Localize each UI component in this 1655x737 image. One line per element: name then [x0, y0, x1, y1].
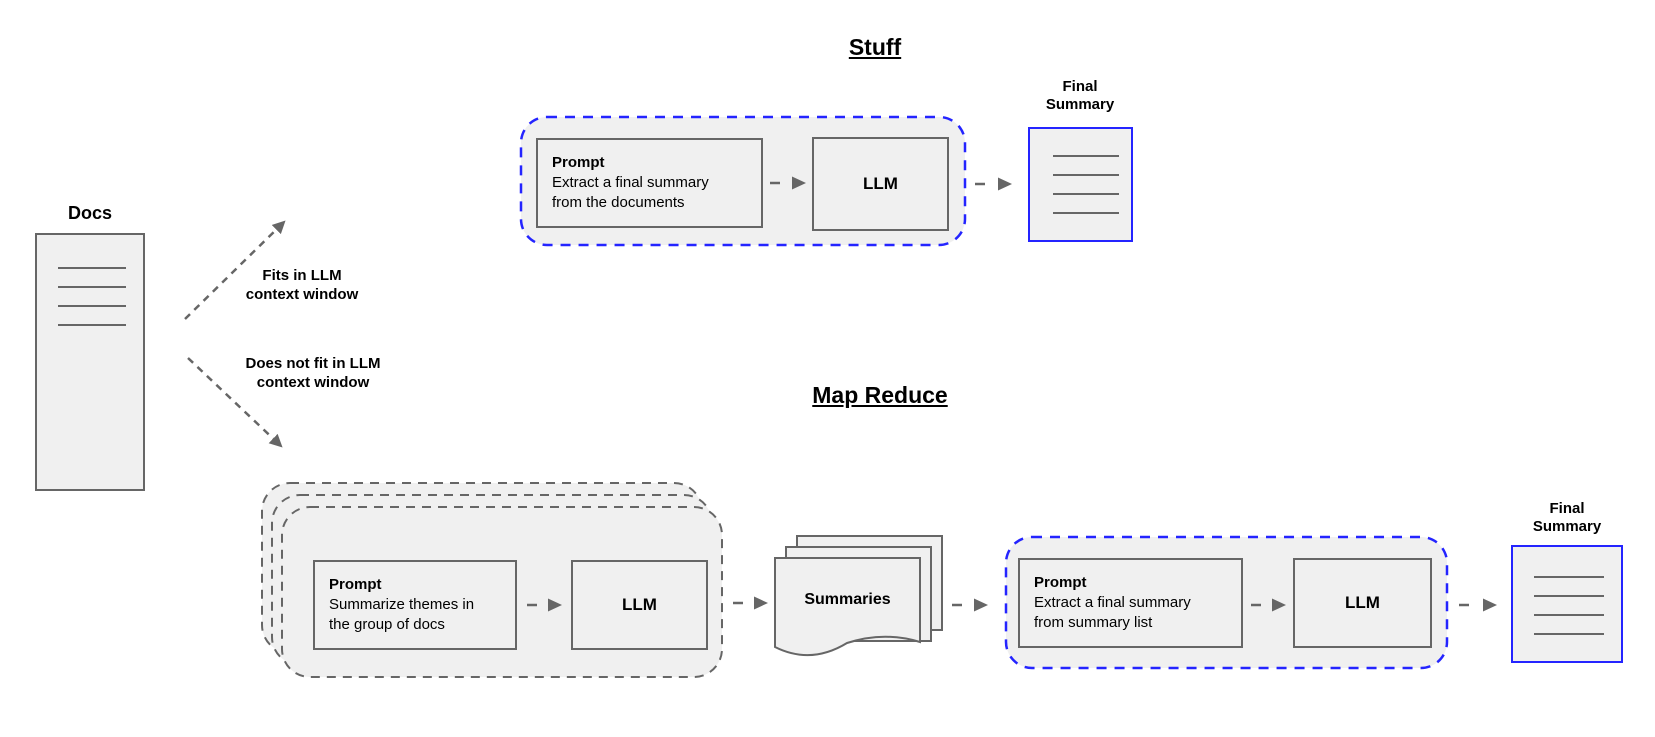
reduce-prompt-body: Extract a final summary from summary lis… [1034, 594, 1191, 631]
stuff-prompt-heading: Prompt [552, 154, 605, 171]
doc-text-line [1053, 193, 1119, 195]
doc-text-line [1053, 155, 1119, 157]
map-group-to-summaries-arrow [733, 596, 768, 610]
map-llm-box: LLM [571, 560, 708, 650]
fits-branch-label: Fits in LLM context window [245, 267, 359, 303]
map-prompt-to-llm-arrow [527, 598, 562, 612]
doc-text-line [1534, 614, 1604, 616]
reduce-prompt-to-llm-arrow [1251, 598, 1286, 612]
reduce-llm-box: LLM [1293, 558, 1432, 648]
does-not-fit-branch-arrow [187, 357, 283, 448]
doc-text-line [58, 305, 126, 307]
map-reduce-final-summary-label: Final Summary [1532, 500, 1602, 535]
doc-text-line [1534, 576, 1604, 578]
stuff-llm-to-summary-arrow [975, 177, 1012, 191]
reduce-llm-label: LLM [1345, 593, 1380, 612]
stuff-title: Stuff [848, 34, 902, 60]
map-prompt-heading: Prompt [329, 576, 382, 593]
doc-text-line [58, 267, 126, 269]
reduce-llm-to-summary-arrow [1459, 598, 1497, 612]
summaries-label: Summaries [804, 591, 891, 608]
doc-text-line [1534, 633, 1604, 635]
doc-text-line [58, 286, 126, 288]
docs-document [35, 233, 145, 491]
map-reduce-final-summary-document [1511, 545, 1623, 663]
doc-text-line [1534, 595, 1604, 597]
stuff-llm-label: LLM [863, 174, 898, 193]
stuff-prompt-box: Prompt Extract a final summary from the … [536, 138, 763, 228]
map-llm-label: LLM [622, 595, 657, 614]
summaries-doc-front [774, 557, 921, 657]
doc-text-line [58, 324, 126, 326]
docs-label: Docs [67, 203, 112, 223]
summaries-to-reduce-arrow [952, 598, 988, 612]
reduce-prompt-heading: Prompt [1034, 574, 1087, 591]
stuff-final-summary-document [1028, 127, 1133, 242]
map-prompt-box: Prompt Summarize themes in the group of … [313, 560, 517, 650]
reduce-prompt-box: Prompt Extract a final summary from summ… [1018, 558, 1243, 648]
stuff-final-summary-label: Final Summary [1045, 78, 1115, 113]
stuff-prompt-to-llm-arrow [770, 176, 806, 190]
doc-text-line [1053, 174, 1119, 176]
map-reduce-title: Map Reduce [812, 382, 948, 408]
stuff-llm-box: LLM [812, 137, 949, 231]
does-not-fit-branch-label: Does not fit in LLM context window [245, 355, 381, 391]
doc-text-line [1053, 212, 1119, 214]
map-prompt-body: Summarize themes in the group of docs [329, 596, 475, 633]
stuff-prompt-body: Extract a final summary from the documen… [552, 174, 709, 211]
fits-branch-arrow [184, 220, 286, 320]
